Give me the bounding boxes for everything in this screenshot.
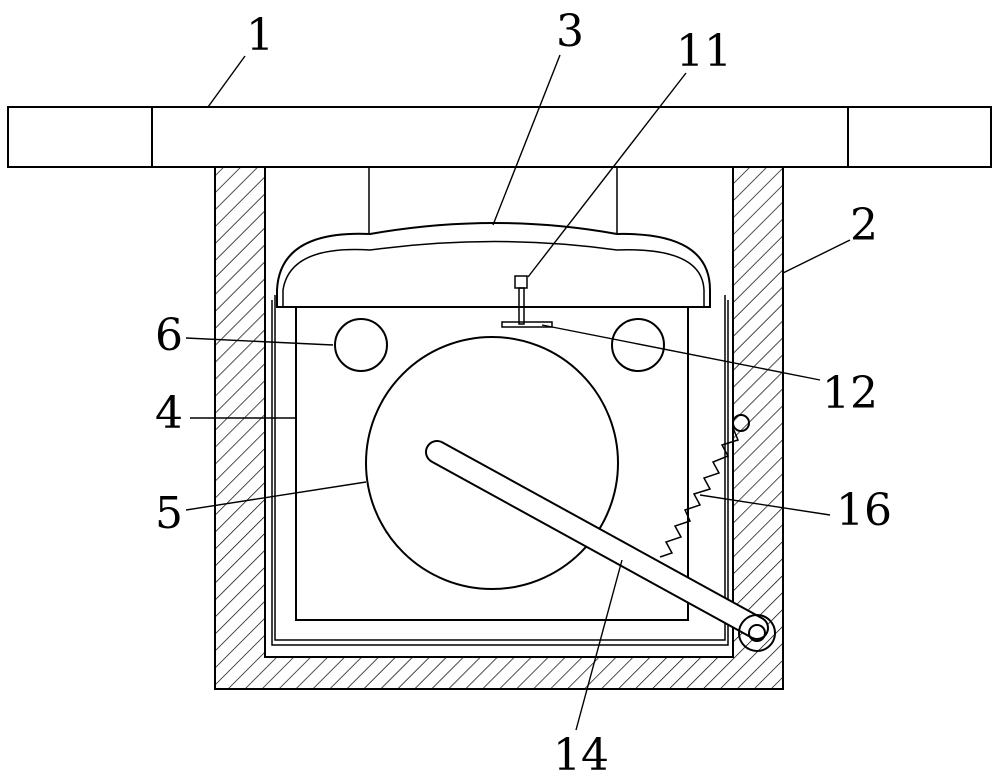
label-14: 14 (553, 730, 609, 778)
inner-box (295, 306, 689, 621)
hanging-supports (368, 167, 618, 234)
housing (214, 166, 784, 690)
large-disc (365, 336, 619, 590)
label-11: 11 (676, 26, 732, 77)
leader-lines (185, 54, 851, 731)
label-2: 2 (850, 200, 878, 251)
spring (659, 414, 750, 558)
arched-cover (276, 222, 711, 308)
top-plate (7, 106, 992, 168)
label-5: 5 (155, 488, 183, 539)
inner-lining (271, 295, 729, 646)
label-6: 6 (155, 310, 183, 361)
small-rollers (334, 318, 665, 372)
label-16: 16 (836, 485, 892, 536)
label-3: 3 (556, 6, 584, 57)
bolt (501, 275, 553, 328)
reference-labels: 1 3 11 2 6 12 4 5 16 14 (155, 6, 892, 778)
label-12: 12 (822, 368, 878, 419)
label-4: 4 (155, 388, 183, 439)
pivot (738, 614, 776, 652)
label-1: 1 (246, 10, 274, 61)
lever-arm (425, 440, 769, 640)
